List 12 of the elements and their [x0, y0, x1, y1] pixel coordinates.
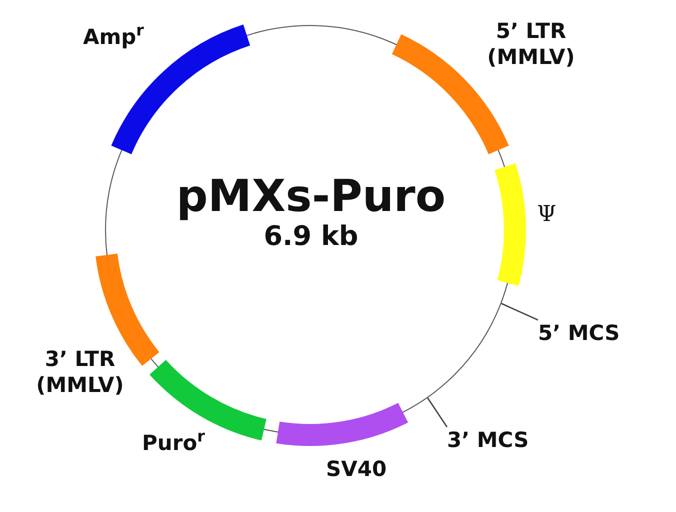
feature-label: Puro$^{r}$	[142, 430, 205, 456]
feature-label: SV40	[326, 456, 387, 482]
feature-label: Amp$^{r}$	[83, 24, 144, 50]
plasmid-size-text: 6.9 kb	[264, 221, 358, 252]
feature-label: 5’ LTR (MMLV)	[486, 18, 576, 70]
leader-line	[501, 302, 538, 321]
leader-line	[427, 398, 448, 428]
plasmid-name-title: pMXs-Puro	[176, 171, 446, 222]
site-label: 3’ MCS	[447, 427, 529, 453]
feature-label: 3’ LTR (MMLV)	[35, 346, 125, 398]
site-label: 5’ MCS	[538, 320, 620, 346]
psi-symbol-label: Ψ	[537, 202, 556, 228]
